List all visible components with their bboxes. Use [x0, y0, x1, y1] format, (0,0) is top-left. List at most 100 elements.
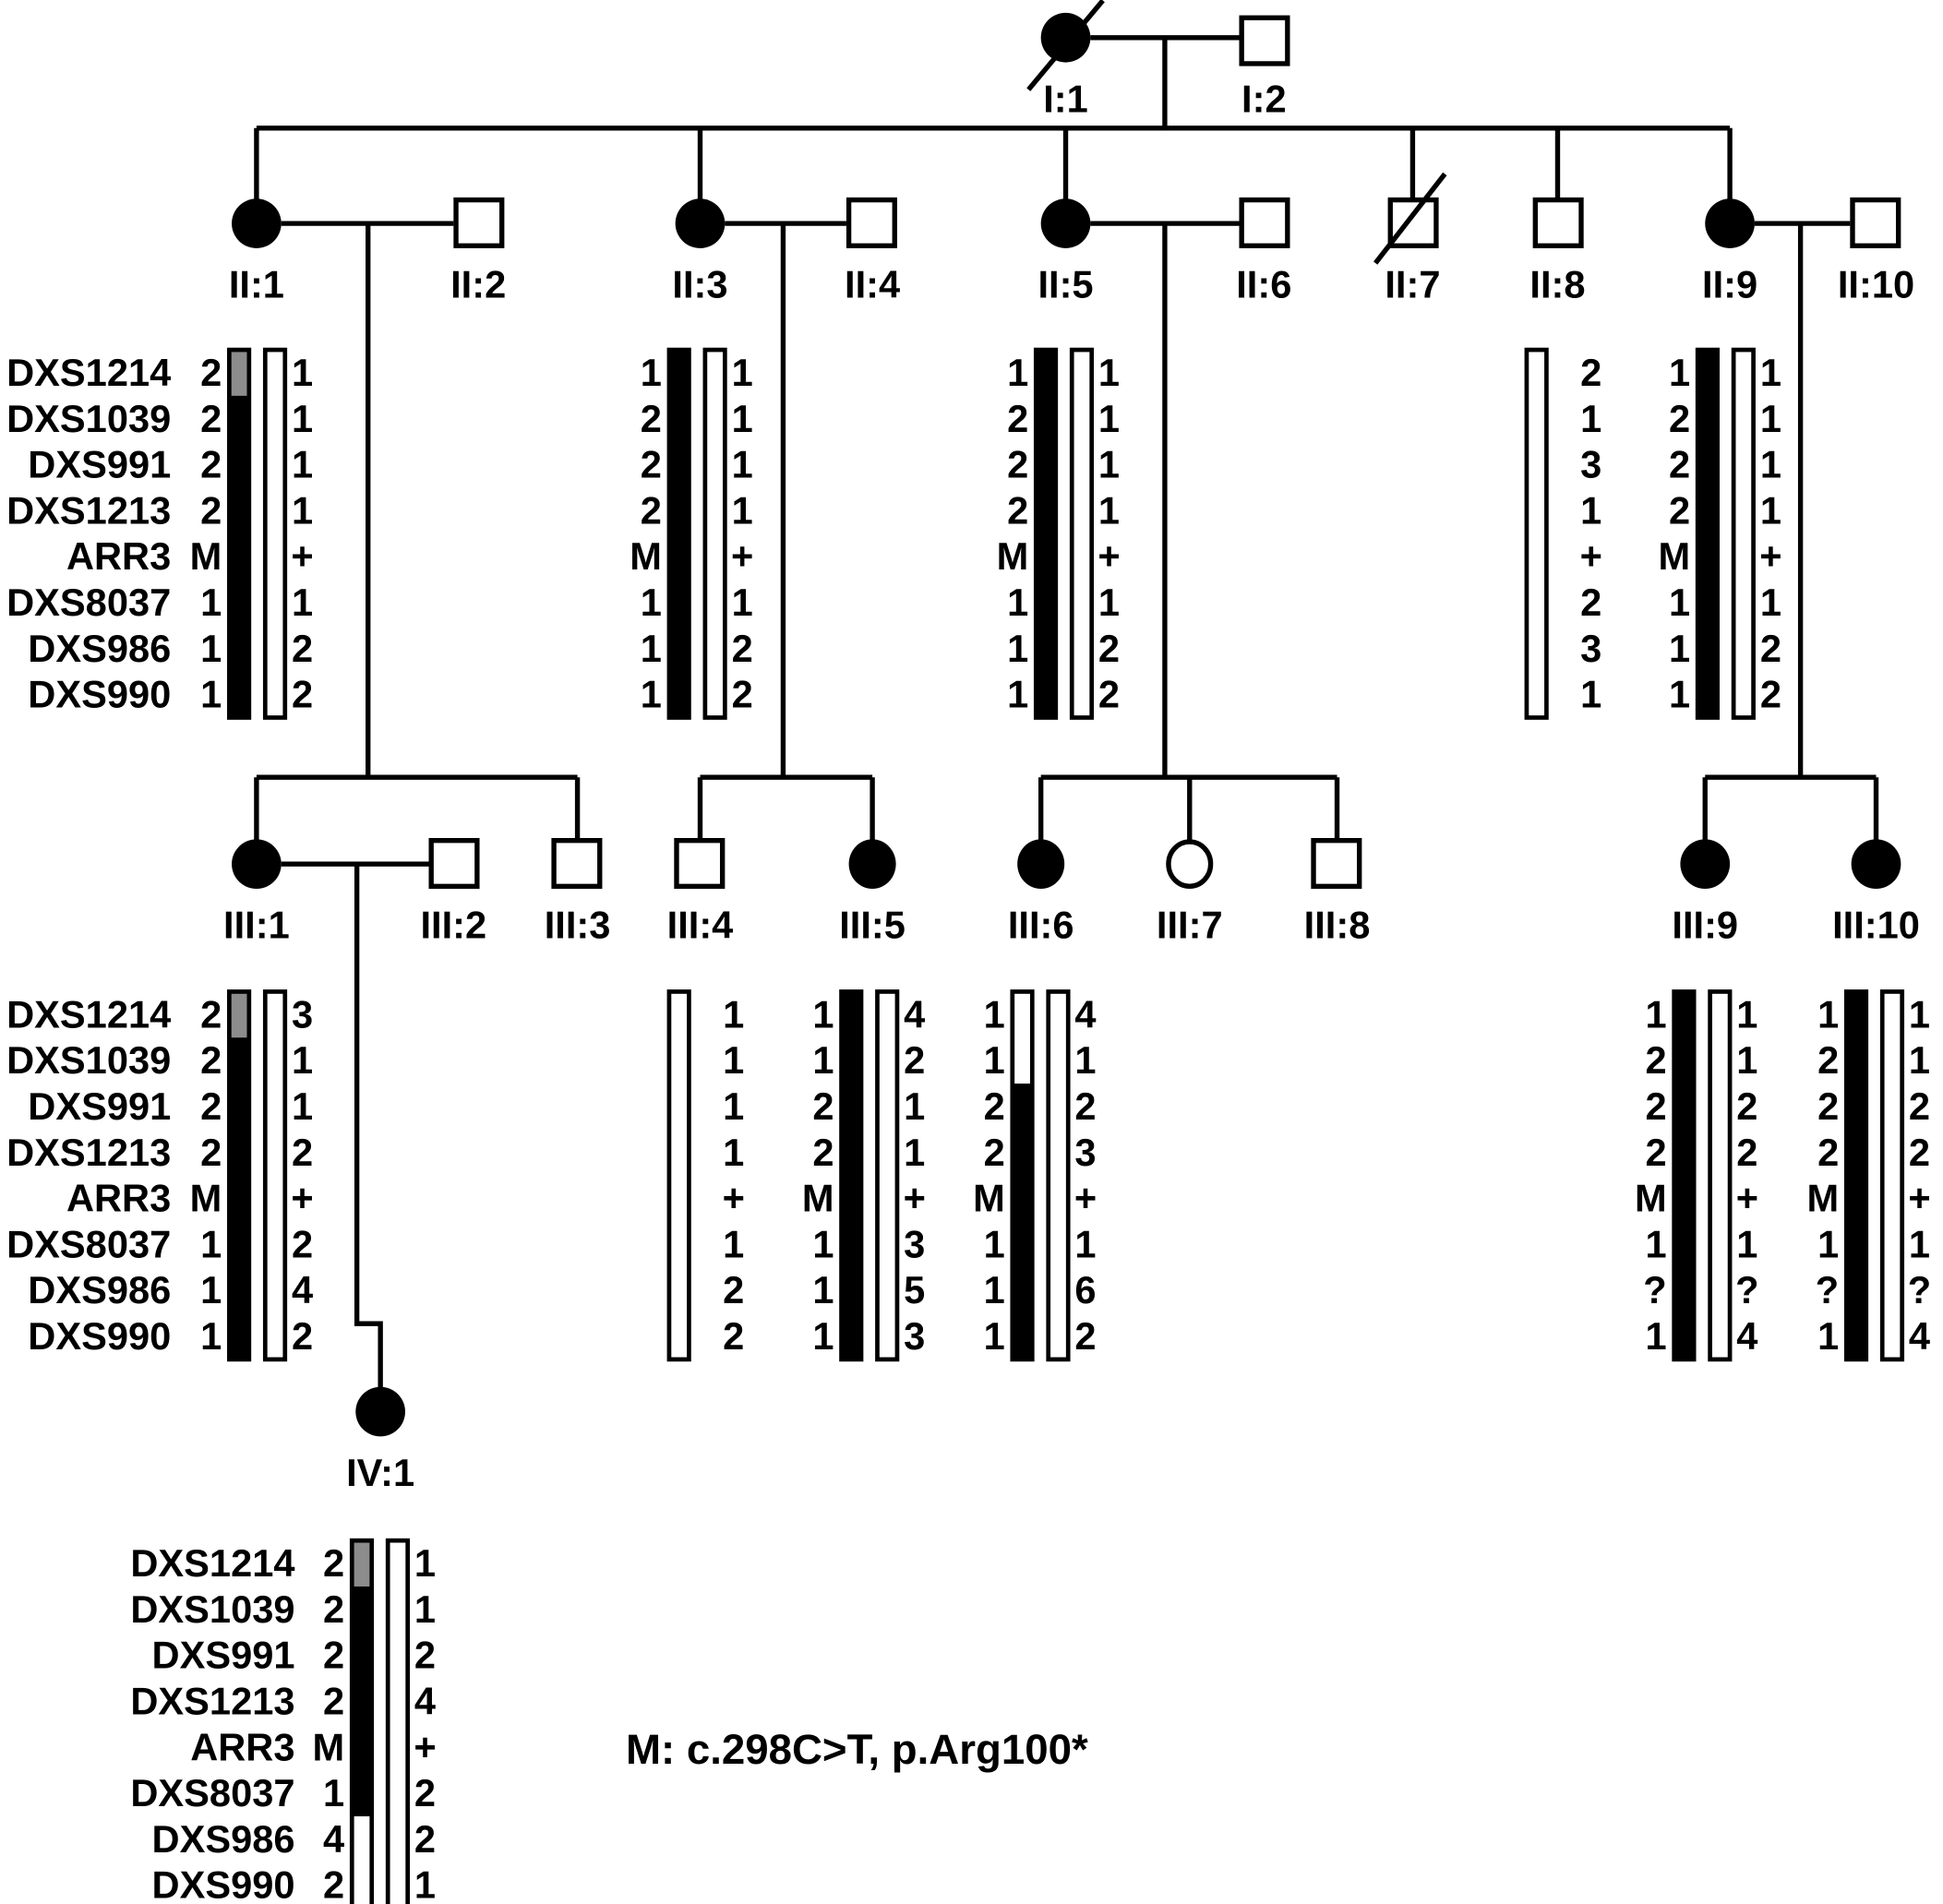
individual-II-8[interactable]	[1532, 197, 1584, 248]
marker-label: DXS990	[152, 1863, 295, 1904]
individual-III-4[interactable]	[674, 837, 726, 890]
haplotype-segment-black	[229, 1037, 249, 1084]
allele: 1	[1645, 1314, 1666, 1358]
allele: 1	[292, 397, 313, 440]
allele: M	[190, 534, 222, 578]
allele: 1	[732, 351, 753, 394]
marker-label: DXS1214	[6, 351, 171, 394]
allele: 2	[1817, 1131, 1839, 1174]
marker-label: DXS986	[152, 1817, 295, 1861]
marker-label: DXS986	[28, 627, 171, 670]
haplotype-bar-outline	[385, 1538, 411, 1904]
haplotype-iv-1: 2222M1421124+221DXS1214DXS1039DXS991DXS1…	[130, 1538, 437, 1904]
allele: M	[313, 1725, 345, 1768]
haplotype-segment-black	[229, 441, 249, 489]
individual-III-5[interactable]	[848, 839, 896, 890]
individual-III-7[interactable]	[1166, 839, 1214, 890]
haplotype-bar-outline	[1708, 989, 1733, 1362]
haplotype-layer: 2222M1111111+122DXS1214DXS1039DXS991DXS1…	[6, 347, 1931, 1904]
marker-label: DXS1213	[6, 1131, 171, 1174]
individual-III-6[interactable]	[1017, 839, 1065, 890]
allele: M	[190, 1177, 222, 1220]
allele: 1	[1645, 1222, 1666, 1265]
haplotype-bar-outline	[262, 989, 288, 1362]
individual-III-9[interactable]	[1680, 839, 1731, 890]
individual-IV-1[interactable]	[355, 1386, 405, 1437]
haplotype-bar-maternal	[666, 347, 691, 720]
label-II-3: II:3	[672, 263, 727, 306]
allele: 1	[1074, 1038, 1096, 1082]
allele: 2	[414, 1771, 436, 1814]
allele: 2	[723, 1314, 744, 1358]
individual-II-6[interactable]	[1239, 197, 1290, 248]
marker-label: DXS8037	[6, 1222, 171, 1265]
allele: 4	[1909, 1314, 1930, 1358]
allele: 2	[1007, 443, 1028, 486]
haplotype-segment-black	[229, 1267, 249, 1314]
individual-II-3[interactable]	[675, 198, 726, 248]
pedigree-symbols	[232, 0, 1901, 1437]
individual-II-2[interactable]	[453, 197, 505, 248]
haplotype-bar-outline	[875, 989, 900, 1362]
individual-II-5[interactable]	[1040, 198, 1091, 248]
individual-I-2[interactable]	[1239, 15, 1290, 66]
individual-III-10[interactable]	[1851, 839, 1901, 890]
allele: 1	[1007, 581, 1028, 624]
haplotype-segment-black	[229, 671, 249, 719]
individual-II-9[interactable]	[1705, 198, 1755, 248]
haplotype-bar-outline	[666, 989, 691, 1362]
allele: +	[1759, 534, 1781, 578]
allele: 2	[732, 673, 753, 716]
allele: 2	[1817, 1038, 1839, 1082]
allele: 2	[1669, 397, 1690, 440]
allele: 2	[323, 1680, 344, 1723]
marker-label: DXS1039	[6, 1038, 171, 1082]
allele: 2	[1760, 627, 1781, 670]
allele: 1	[984, 1314, 1005, 1358]
individual-II-1[interactable]	[232, 198, 282, 248]
individual-II-4[interactable]	[846, 197, 897, 248]
individual-II-10[interactable]	[1850, 197, 1901, 248]
allele: 1	[1007, 673, 1028, 716]
allele: 2	[1760, 673, 1781, 716]
haplotype-segment-black	[1012, 1313, 1033, 1360]
allele: 1	[1098, 397, 1120, 440]
haplotype-segment-gray	[229, 991, 249, 1038]
allele: M	[1658, 534, 1690, 578]
allele: 1	[904, 1084, 925, 1128]
label-III-4: III:4	[667, 904, 734, 947]
allele: 1	[292, 488, 313, 532]
allele: +	[291, 534, 313, 578]
allele: 1	[1098, 581, 1120, 624]
haplotype-bar-paternal	[385, 1538, 411, 1904]
allele: 2	[1645, 1131, 1666, 1174]
allele: +	[1097, 534, 1120, 578]
allele: 1	[812, 1268, 834, 1311]
allele: 4	[323, 1817, 344, 1861]
label-II-7: II:7	[1385, 263, 1440, 306]
label-IV-1: IV:1	[346, 1451, 414, 1494]
allele: +	[1736, 1177, 1758, 1220]
allele: 2	[1669, 488, 1690, 532]
individual-I-1[interactable]	[1026, 0, 1105, 91]
individual-III-1[interactable]	[232, 839, 282, 890]
individual-III-2[interactable]	[428, 837, 480, 890]
haplotype-bar-maternal	[1672, 989, 1697, 1362]
haplotype-bar	[1524, 347, 1549, 720]
allele: 1	[984, 992, 1005, 1036]
marker-label: DXS1214	[130, 1541, 294, 1585]
haplotype-bar-outline	[349, 1538, 375, 1904]
individual-III-8[interactable]	[1311, 837, 1362, 890]
allele: 2	[1007, 397, 1028, 440]
allele: 1	[1817, 1222, 1839, 1265]
individual-III-3[interactable]	[551, 837, 603, 890]
label-III-5: III:5	[839, 904, 906, 947]
marker-label: DXS8037	[6, 581, 171, 624]
allele: M	[973, 1177, 1005, 1220]
individual-II-7[interactable]	[1373, 172, 1447, 265]
